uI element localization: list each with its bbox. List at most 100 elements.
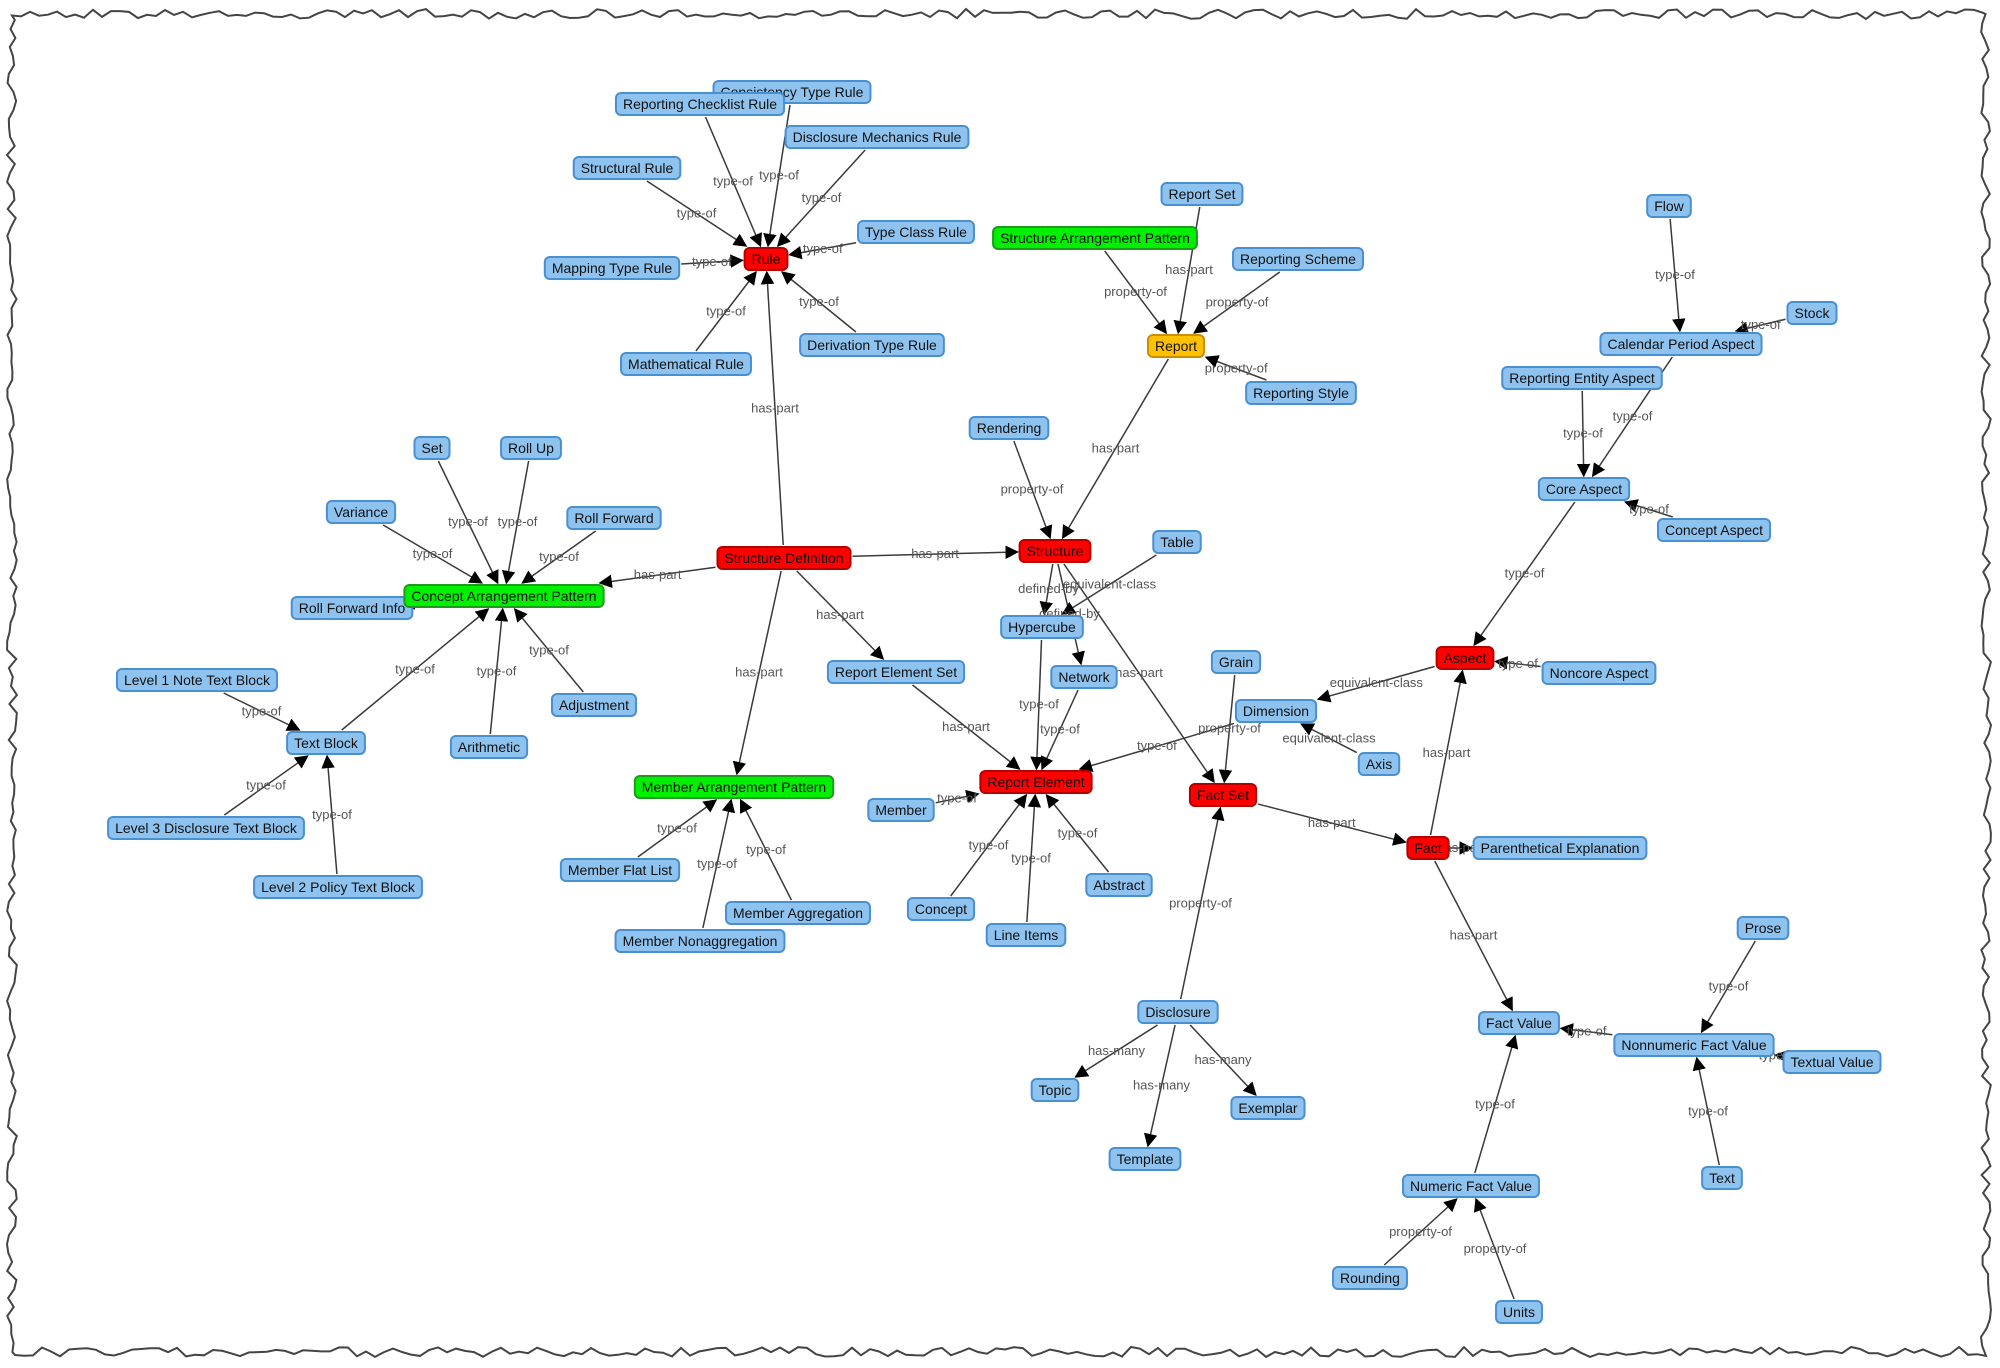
node-fact-set[interactable]: Fact Set (1188, 783, 1258, 807)
node-label: Abstract (1093, 877, 1144, 893)
node-paren[interactable]: Parenthetical Explanation (1472, 836, 1648, 860)
node-structural-rule[interactable]: Structural Rule (572, 156, 682, 180)
node-axis[interactable]: Axis (1357, 752, 1401, 776)
node-textual[interactable]: Textual Value (1782, 1050, 1882, 1074)
node-label: Set (421, 440, 442, 456)
node-label: Adjustment (559, 697, 629, 713)
node-abstract[interactable]: Abstract (1085, 873, 1153, 897)
edge-label: type-of (697, 856, 737, 871)
node-disclosure[interactable]: Disclosure (1137, 1000, 1219, 1024)
node-rule[interactable]: Rule (743, 247, 789, 271)
node-checklist[interactable]: Reporting Checklist Rule (614, 92, 786, 116)
node-core-aspect[interactable]: Core Aspect (1537, 477, 1631, 501)
node-variance[interactable]: Variance (325, 500, 397, 524)
edges-layer (223, 104, 1789, 1300)
node-box (1472, 836, 1648, 860)
node-report-set[interactable]: Report Set (1160, 182, 1244, 206)
edge-magg-to-map (739, 798, 793, 901)
node-box (614, 92, 786, 116)
node-table[interactable]: Table (1152, 530, 1202, 554)
node-type-class[interactable]: Type Class Rule (857, 220, 975, 244)
node-mnon[interactable]: Member Nonaggregation (614, 929, 786, 953)
node-box (1357, 752, 1401, 776)
edge-label: type-of (1688, 1104, 1728, 1119)
node-template[interactable]: Template (1108, 1147, 1182, 1171)
node-rollup[interactable]: Roll Up (500, 436, 562, 460)
node-calendar[interactable]: Calendar Period Aspect (1599, 332, 1763, 356)
node-derivation[interactable]: Derivation Type Rule (799, 333, 945, 357)
node-reporting-style[interactable]: Reporting Style (1245, 381, 1357, 405)
node-report[interactable]: Report (1146, 334, 1206, 358)
node-label: Template (1117, 1151, 1174, 1167)
node-flow[interactable]: Flow (1646, 194, 1692, 218)
node-noncore[interactable]: Noncore Aspect (1541, 661, 1657, 685)
node-box (1599, 332, 1763, 356)
node-nnfv[interactable]: Nonnumeric Fact Value (1613, 1033, 1775, 1057)
edge-disclosure-to-topic (1074, 1024, 1158, 1078)
node-label: Derivation Type Rule (807, 337, 937, 353)
node-fact-value[interactable]: Fact Value (1478, 1011, 1560, 1035)
node-set[interactable]: Set (413, 436, 451, 460)
node-rendering[interactable]: Rendering (968, 416, 1050, 440)
node-report-element[interactable]: Report Element (979, 770, 1093, 794)
node-l3[interactable]: Level 3 Disclosure Text Block (107, 816, 305, 840)
node-concept-aspect[interactable]: Concept Aspect (1656, 518, 1772, 542)
node-l2[interactable]: Level 2 Policy Text Block (253, 875, 423, 899)
node-label: Fact Value (1486, 1015, 1552, 1031)
edge-label: has-part (911, 546, 959, 561)
edge-label: type-of (799, 294, 839, 309)
node-line-items[interactable]: Line Items (985, 923, 1067, 947)
node-cap[interactable]: Concept Arrangement Pattern (403, 584, 605, 608)
node-box (286, 731, 366, 755)
node-map[interactable]: Member Arrangement Pattern (633, 775, 835, 799)
node-res[interactable]: Report Element Set (826, 660, 966, 684)
node-l1[interactable]: Level 1 Note Text Block (115, 668, 279, 692)
node-aspect[interactable]: Aspect (1435, 646, 1495, 670)
node-rollforward-info[interactable]: Roll Forward Info (290, 596, 414, 620)
node-text[interactable]: Text (1701, 1166, 1743, 1190)
edge-label: type-of (1137, 738, 1177, 753)
node-label: Concept Aspect (1665, 522, 1763, 538)
edge-nfv-to-fact-value (1474, 1034, 1519, 1174)
edge-label: type-of (1498, 656, 1538, 671)
node-label: Calendar Period Aspect (1607, 336, 1754, 352)
node-magg[interactable]: Member Aggregation (725, 901, 871, 925)
node-mfl[interactable]: Member Flat List (559, 858, 681, 882)
edge-core-aspect-to-aspect (1473, 501, 1576, 647)
node-reporting-scheme[interactable]: Reporting Scheme (1232, 247, 1364, 271)
node-disclosure-mech[interactable]: Disclosure Mechanics Rule (784, 125, 970, 149)
edge-label: type-of (1011, 851, 1051, 866)
node-fact[interactable]: Fact (1406, 836, 1450, 860)
node-rollforward[interactable]: Roll Forward (566, 506, 662, 530)
node-box (1786, 301, 1838, 325)
node-concept[interactable]: Concept (906, 897, 976, 921)
node-rounding[interactable]: Rounding (1332, 1266, 1408, 1290)
node-units[interactable]: Units (1495, 1300, 1543, 1324)
edge-checklist-to-rule (704, 116, 762, 248)
node-grain[interactable]: Grain (1210, 650, 1262, 674)
node-adjustment[interactable]: Adjustment (550, 693, 638, 717)
edge-disclosure-to-exemplar (1189, 1024, 1257, 1096)
node-text-block[interactable]: Text Block (286, 731, 366, 755)
node-exemplar[interactable]: Exemplar (1230, 1096, 1306, 1120)
node-hypercube[interactable]: Hypercube (1000, 615, 1084, 639)
node-reporting-entity[interactable]: Reporting Entity Aspect (1501, 366, 1663, 390)
node-box (906, 897, 976, 921)
node-topic[interactable]: Topic (1030, 1078, 1080, 1102)
node-stock[interactable]: Stock (1786, 301, 1838, 325)
node-sap[interactable]: Structure Arrangement Pattern (992, 226, 1198, 250)
node-dimension[interactable]: Dimension (1234, 699, 1318, 723)
node-label: Mapping Type Rule (552, 260, 673, 276)
node-mathematical[interactable]: Mathematical Rule (620, 352, 752, 376)
node-mapping[interactable]: Mapping Type Rule (543, 256, 681, 280)
node-structure[interactable]: Structure (1018, 539, 1092, 563)
edge-grain-to-fact-set (1218, 674, 1236, 784)
node-member[interactable]: Member (867, 798, 935, 822)
node-structure-def[interactable]: Structure Definition (716, 546, 852, 570)
node-nfv[interactable]: Numeric Fact Value (1402, 1174, 1540, 1198)
node-box (253, 875, 423, 899)
node-prose[interactable]: Prose (1736, 916, 1790, 940)
node-network[interactable]: Network (1050, 665, 1118, 689)
node-arithmetic[interactable]: Arithmetic (449, 735, 529, 759)
edge-label: has-many (1088, 1043, 1146, 1058)
